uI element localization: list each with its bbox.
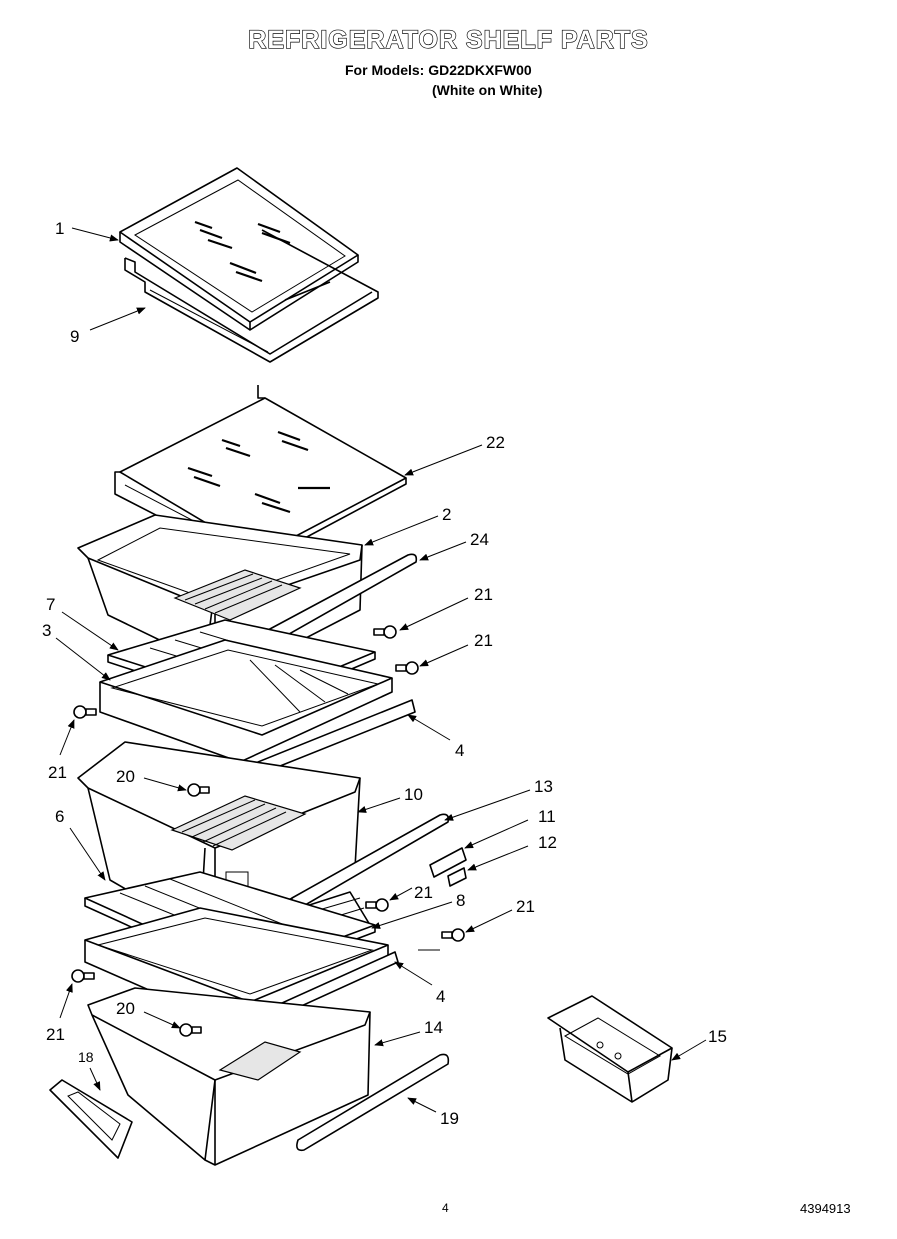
callout-6: 6	[55, 807, 64, 826]
models-line: For Models: GD22DKXFW00	[345, 62, 532, 78]
callout-21-d: 21	[414, 883, 433, 902]
callout-10: 10	[404, 785, 423, 804]
callout-8: 8	[456, 891, 465, 910]
callout-12: 12	[538, 833, 557, 852]
callout-4-lower: 4	[436, 987, 445, 1006]
callout-3: 3	[42, 621, 51, 640]
callout-21-f: 21	[46, 1025, 65, 1044]
callout-24: 24	[470, 530, 489, 549]
part-10-crisper-drawer	[77, 741, 361, 936]
callout-9: 9	[70, 327, 79, 346]
part-20-screws	[179, 783, 210, 1037]
callout-15: 15	[708, 1027, 727, 1046]
part-11-hinge	[429, 847, 467, 878]
document-number: 4394913	[800, 1201, 851, 1216]
callout-20-b: 20	[116, 999, 135, 1018]
callout-21-e: 21	[516, 897, 535, 916]
callout-2: 2	[442, 505, 451, 524]
callout-18: 18	[78, 1049, 94, 1065]
part-21-screws	[71, 625, 465, 983]
part-1-glass-shelf	[119, 167, 359, 331]
part-14-crisper-drawer	[87, 987, 371, 1166]
part-12-clip	[447, 867, 467, 887]
callout-20-a: 20	[116, 767, 135, 786]
callout-21-c: 21	[48, 763, 67, 782]
callout-21-a: 21	[474, 585, 493, 604]
leader-lines	[55, 227, 707, 1113]
callout-4-upper: 4	[455, 741, 464, 760]
callout-13: 13	[534, 777, 553, 796]
callout-7: 7	[46, 595, 55, 614]
callout-11: 11	[538, 807, 556, 826]
part-18-label	[49, 1079, 133, 1159]
part-19-cover	[296, 1053, 450, 1152]
callout-22: 22	[486, 433, 505, 452]
part-9-shelf-frame	[124, 229, 379, 363]
callout-21-b: 21	[474, 631, 493, 650]
page-title: REFRIGERATOR SHELF PARTS	[248, 25, 649, 54]
callout-14: 14	[424, 1018, 443, 1037]
callout-labels: 1 9 22 2 24 7 3 21 21 4 21 20 10 13 6 11…	[42, 219, 727, 1128]
callout-19: 19	[440, 1109, 459, 1128]
page-number: 4	[442, 1201, 449, 1215]
variant-line: (White on White)	[432, 82, 543, 98]
callout-1: 1	[55, 219, 64, 238]
part-15-door-bin	[547, 995, 673, 1103]
